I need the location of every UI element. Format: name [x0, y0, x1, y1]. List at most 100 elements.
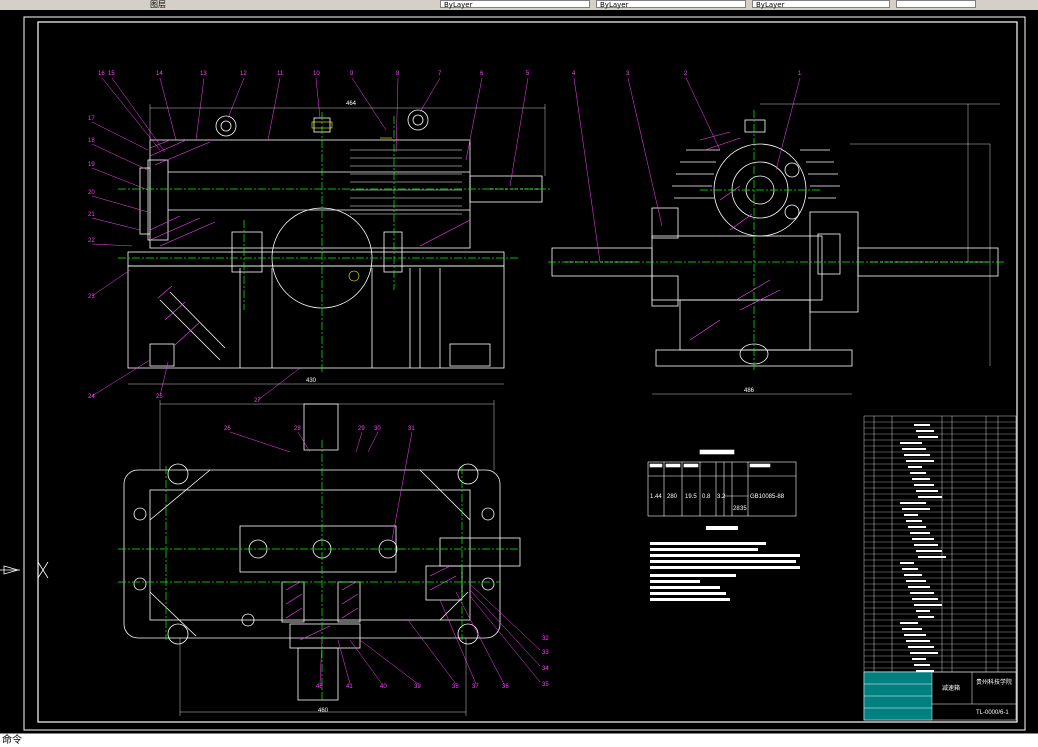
side-dimensions — [652, 103, 1000, 395]
spec-value: 1.44 — [650, 494, 662, 500]
side-leaders — [573, 77, 801, 263]
bylayer-dropdown-1[interactable]: ByLayer — [440, 0, 590, 9]
plotstyle-dropdown[interactable] — [896, 0, 976, 8]
part-label: 32 — [542, 636, 549, 642]
part-label: 20 — [88, 190, 95, 196]
layer-label: 图层 — [150, 0, 166, 9]
drawing-number: TL-0000/6-1 — [976, 710, 1009, 716]
plan-view — [123, 403, 521, 701]
part-label: 26 — [224, 426, 231, 432]
part-label: 9 — [350, 71, 354, 77]
sheet-inner-border — [37, 21, 1018, 723]
sheet-outer-border — [23, 16, 1026, 731]
part-label: 21 — [88, 212, 95, 218]
dimension-text: 486 — [744, 388, 755, 394]
front-view — [127, 109, 543, 369]
side-centerlines — [548, 110, 1004, 372]
plan-leaders — [229, 431, 541, 685]
side-part-labels: 4 3 2 1 486 — [572, 71, 802, 394]
parts-list-entry — [912, 658, 926, 660]
parts-list-entry — [906, 460, 934, 462]
gear-detail-lines — [311, 121, 392, 282]
parts-list-entry — [912, 598, 938, 600]
part-label: 31 — [408, 426, 415, 432]
spec-table — [647, 449, 797, 517]
front-centerlines — [118, 112, 552, 372]
part-label: 39 — [414, 684, 421, 690]
parts-list-entry — [900, 562, 914, 564]
parts-list-entry — [918, 556, 946, 558]
plan-dimensions — [159, 400, 495, 716]
part-label: 25 — [156, 394, 163, 400]
parts-list-entry — [904, 454, 930, 456]
parts-list-entry — [902, 568, 918, 570]
parts-list-entry — [908, 466, 922, 468]
part-label: 10 — [313, 71, 320, 77]
dimension-text: 460 — [318, 708, 329, 714]
part-label: 24 — [88, 394, 95, 400]
parts-list-entry — [900, 622, 918, 624]
parts-list-entry — [910, 472, 926, 474]
school-name: 贵州科技学院 — [976, 678, 1012, 686]
parts-list-entry — [910, 652, 938, 654]
parts-list-entry — [918, 436, 938, 438]
spec-value: 280 — [667, 494, 678, 500]
part-label: 1 — [798, 71, 802, 77]
parts-list-entry — [906, 520, 922, 522]
part-label: 36 — [502, 684, 509, 690]
part-label: 19 — [88, 162, 95, 168]
parts-list-entry — [902, 628, 922, 630]
parts-list-entry — [908, 526, 926, 528]
part-label: 6 — [480, 71, 484, 77]
part-label: 46 — [316, 684, 323, 690]
part-label: 12 — [240, 71, 247, 77]
plan-part-labels: 26 28 29 30 31 46 41 40 39 38 37 36 35 3… — [224, 426, 549, 714]
part-label: 3 — [626, 71, 630, 77]
part-label: 15 — [108, 71, 115, 77]
bylayer-dropdown-3[interactable]: ByLayer — [752, 0, 890, 9]
worm-thread-lines — [350, 149, 462, 215]
parts-list-entry — [914, 664, 930, 666]
part-label: 40 — [380, 684, 387, 690]
part-label: 35 — [542, 682, 549, 688]
side-fins — [672, 149, 840, 199]
side-view — [551, 119, 999, 367]
command-line[interactable]: 命令 — [0, 733, 1038, 747]
part-label: 2 — [684, 71, 688, 77]
spec-table-values: 1.44 280 19.5 0.8 3.2 GB10085-88 28 35 — [650, 494, 785, 512]
spec-value: 19.5 — [685, 494, 697, 500]
parts-list-entry — [902, 508, 930, 510]
part-label: 27 — [254, 398, 261, 404]
ucs-icon — [0, 561, 49, 579]
part-label: 18 — [88, 138, 95, 144]
parts-list-entry — [918, 496, 942, 498]
spec-value: 28 — [733, 506, 740, 512]
model-canvas[interactable]: 16 15 14 13 12 11 10 9 8 7 6 5 17 18 19 … — [0, 10, 1038, 733]
parts-list-entry — [916, 550, 942, 552]
spec-value: GB10085-88 — [750, 494, 785, 500]
gearbox-assembly-drawing: 16 15 14 13 12 11 10 9 8 7 6 5 17 18 19 … — [0, 16, 1026, 731]
bylayer-dropdown-2[interactable]: ByLayer — [596, 0, 746, 9]
part-label: 41 — [346, 684, 353, 690]
parts-list-entry — [914, 484, 934, 486]
command-prompt: 命令 — [2, 735, 22, 746]
parts-list-entry — [904, 634, 926, 636]
parts-list-entry — [912, 538, 934, 540]
part-label: 28 — [294, 426, 301, 432]
parts-list-entry — [900, 442, 922, 444]
parts-list-entry — [906, 580, 926, 582]
parts-list-entry — [900, 502, 926, 504]
part-label: 34 — [542, 666, 549, 672]
part-label: 11 — [277, 71, 284, 77]
title-block — [863, 671, 1017, 721]
plan-hatch — [285, 565, 457, 641]
parts-list-entry — [916, 670, 934, 672]
part-label: 22 — [88, 238, 95, 244]
dimension-text: 464 — [346, 101, 357, 107]
spec-value: 0.8 — [702, 494, 711, 500]
parts-list — [863, 415, 1017, 673]
part-label: 13 — [200, 71, 207, 77]
part-label: 38 — [452, 684, 459, 690]
parts-list-entry — [904, 574, 922, 576]
parts-list-rows — [864, 421, 1016, 672]
